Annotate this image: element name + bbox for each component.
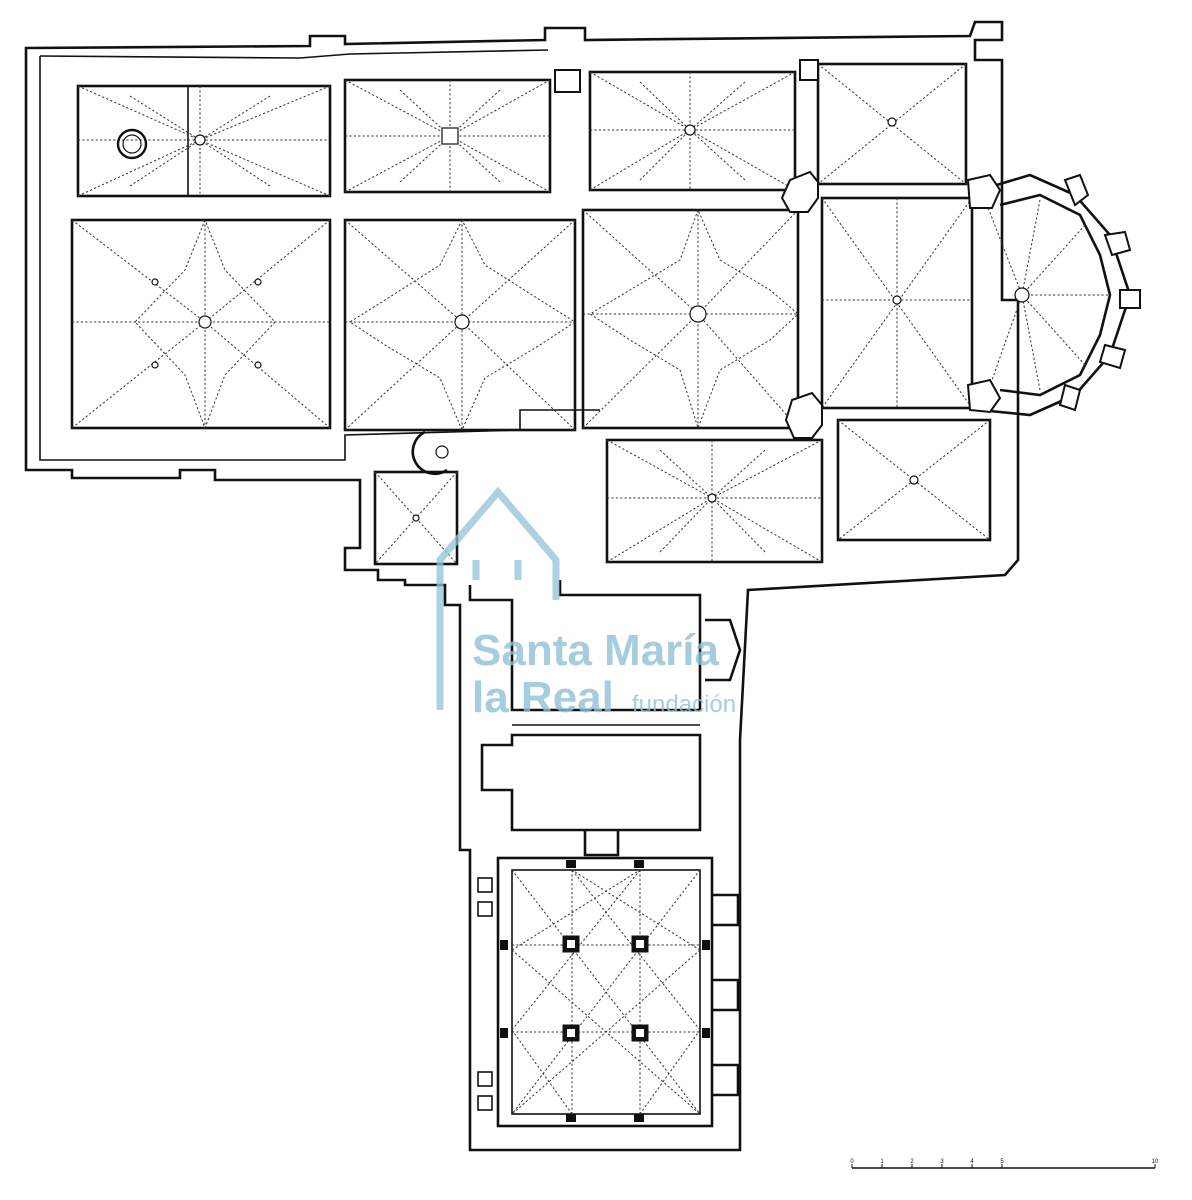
north-chapel [816,62,968,186]
nave-bay-1 [70,218,332,430]
north-aisle [76,62,968,198]
side-chapel [373,470,459,566]
north-aisle-bay-3 [588,70,797,192]
north-aisle-bay-1 [76,84,332,198]
font-basin [116,128,148,160]
crossing-pier [784,391,823,439]
nave-bay-2 [343,218,577,432]
boss [684,124,696,136]
boss [909,475,919,485]
watermark: Santa María la Real fundación [436,486,736,722]
boss [707,493,717,503]
sacristy-wing [468,580,742,857]
scale-label: 2 [910,1159,914,1165]
nave-inner-wall [39,56,600,461]
scale-label: 3 [940,1159,944,1165]
south-chapel-1 [605,438,824,564]
watermark-line-2: la Real [472,673,614,722]
scale-label: 4 [970,1159,974,1165]
chapter-hall-outer [496,856,714,1128]
nave [70,196,974,432]
boss [194,134,206,146]
boss [887,117,897,127]
apse [979,173,1141,417]
spiral-stair [411,430,448,475]
sacristy-room-2 [480,733,702,832]
nave-bay-3 [581,208,800,430]
boss [892,295,902,305]
south-chapels [373,418,992,566]
boss [1014,287,1030,303]
piers [554,59,1002,439]
niche [705,618,742,682]
boss [454,314,470,330]
sacristy-room-1 [468,580,702,712]
outer-walls [24,20,1020,1152]
watermark-line-1: Santa María [472,626,720,675]
main-outer-wall [24,20,1020,1152]
scale-label: 1 [880,1159,884,1165]
crossing-pier [780,170,819,213]
scale-label: 5 [1000,1159,1004,1165]
boss [689,305,707,323]
north-aisle-wall [39,49,549,59]
scale-label: 10 [1152,1159,1159,1165]
south-chapel-2 [836,418,992,542]
boss [441,127,459,145]
chapter-hall [477,856,740,1128]
hall-columns [562,935,649,1042]
watermark-house-icon [436,486,560,710]
boss [198,315,212,329]
scale-bar: 0 1 2 3 4 5 10 [850,1159,1159,1169]
watermark-line-3: fundación [632,691,736,718]
scale-label: 0 [850,1159,854,1165]
